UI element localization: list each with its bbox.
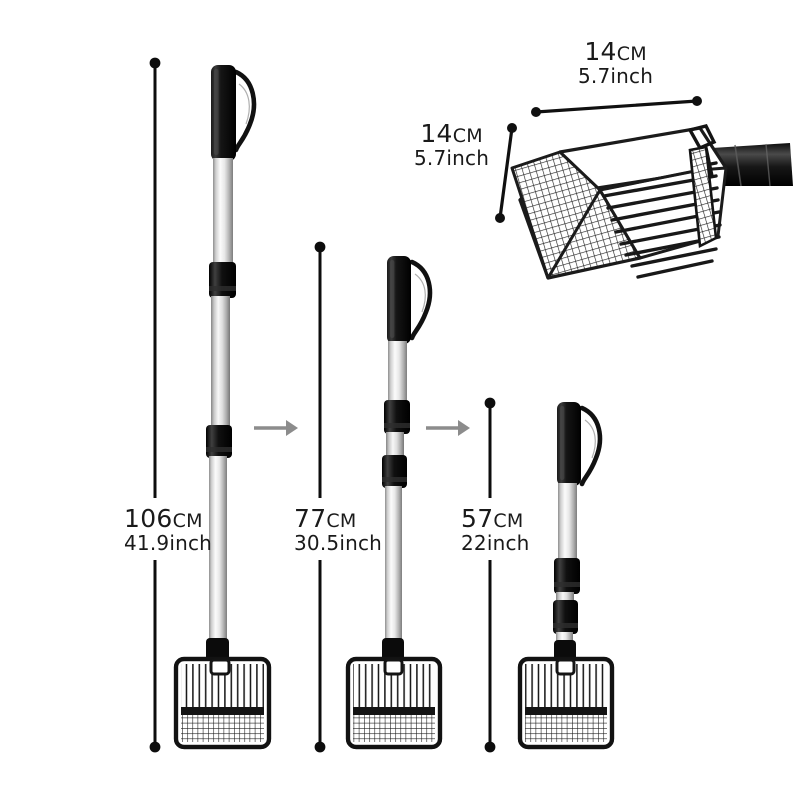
dot-cap-icon (484, 397, 496, 409)
pole-collar (384, 400, 410, 434)
net-head-illustration (510, 124, 793, 280)
wrist-strap (579, 405, 603, 487)
pole-length-value: 77 (294, 504, 327, 533)
basket-mesh (173, 656, 272, 750)
wrist-strap (409, 259, 433, 341)
pole-collar (553, 600, 578, 634)
dot-cap-icon (507, 123, 517, 133)
pole-head-connector (206, 638, 229, 663)
pole-collar (209, 262, 236, 298)
dot-cap-icon (149, 741, 161, 753)
pole-section-lower (385, 486, 402, 641)
dimension-line-106 (147, 57, 164, 753)
dot-cap-icon (531, 107, 541, 117)
pole-extended-full-illustration (173, 65, 272, 750)
pole-length-unit: CM (172, 510, 203, 532)
dot-cap-icon (692, 96, 702, 106)
dot-cap-icon (495, 213, 505, 223)
net-width-inches: 5.7inch (578, 64, 654, 88)
pole-length-unit: CM (326, 510, 357, 532)
pole-collar (206, 425, 232, 458)
dimension-line-net-height (495, 123, 517, 223)
pole-length-label-77: 77CM 30.5inch (294, 505, 382, 555)
net-height-unit: CM (452, 125, 483, 147)
arrow-step-2-icon (426, 420, 470, 436)
pole-section-upper (558, 483, 577, 565)
dot-cap-icon (149, 57, 161, 69)
net-height-label: 14CM 5.7inch (414, 120, 489, 170)
dimension-line-77 (312, 241, 329, 753)
pole-length-value: 106 (124, 504, 173, 533)
pole-collar (554, 558, 580, 594)
pole-length-inches: 41.9inch (124, 531, 213, 555)
pole-section-lower (209, 456, 227, 641)
net-width-label: 14CM 5.7inch (578, 38, 653, 88)
dot-cap-icon (484, 741, 496, 753)
pole-collar (382, 455, 407, 488)
net-head-bracket-mesh (688, 145, 718, 249)
net-width-value: 14 (584, 37, 617, 66)
pole-head-connector (382, 638, 404, 663)
net-width-unit: CM (616, 43, 647, 65)
net-height-value: 14 (420, 119, 453, 148)
pole-section-middle (211, 296, 230, 429)
basket-mesh (345, 656, 443, 750)
dimension-line-net-width (531, 96, 702, 117)
wrist-strap (233, 69, 257, 153)
pole-section-upper (388, 341, 407, 407)
pole-length-value: 57 (461, 504, 494, 533)
arrow-step-1-icon (254, 420, 298, 436)
pole-section-middle (386, 432, 404, 462)
pole-extended-mid-illustration (345, 256, 443, 750)
pole-length-inches: 22inch (461, 531, 530, 555)
dot-cap-icon (314, 241, 326, 253)
pole-length-inches: 30.5inch (294, 531, 383, 555)
dot-cap-icon (314, 741, 326, 753)
pole-section-upper (213, 158, 233, 275)
pole-length-unit: CM (493, 510, 524, 532)
pole-length-label-106: 106CM 41.9inch (124, 505, 212, 555)
basket-mesh (517, 656, 615, 750)
pole-collapsed-illustration (517, 402, 615, 750)
dimension-line-57 (482, 397, 499, 753)
pole-length-label-57: 57CM 22inch (461, 505, 530, 555)
net-height-inches: 5.7inch (414, 146, 490, 170)
